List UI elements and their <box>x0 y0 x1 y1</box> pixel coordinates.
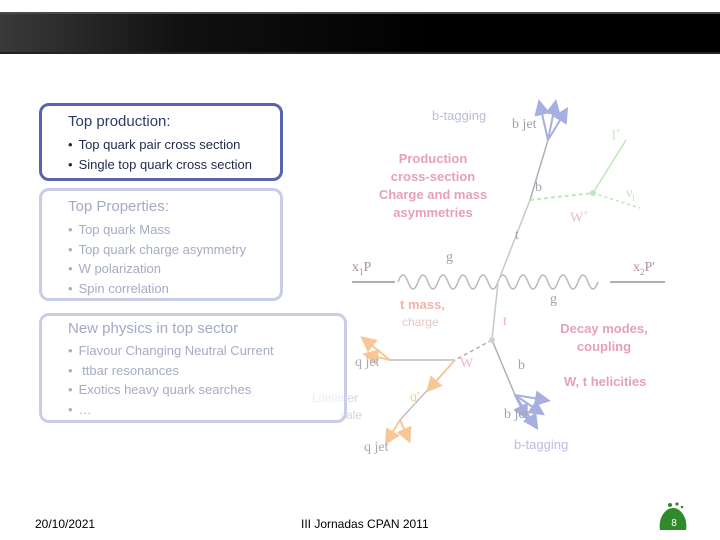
bjet-arrow-6 <box>514 390 551 407</box>
list-item: Exotics heavy quark searches <box>68 380 274 400</box>
top-production-box: Top production: Top quark pair cross sec… <box>39 103 283 181</box>
l-plus-label: l+ <box>612 126 621 144</box>
top-properties-box: Top Properties: Top quark Mass Top quark… <box>39 188 283 301</box>
t-mass-label: t mass, <box>400 297 445 312</box>
list-item: … <box>68 400 274 420</box>
qjet-arrow-5 <box>426 359 456 393</box>
btag-label-bottom: b-tagging <box>514 437 569 452</box>
list-item: Top quark pair cross section <box>68 135 252 155</box>
list-item: Single top quark cross section <box>68 155 252 175</box>
production-label: Production cross-section Charge and mass… <box>378 151 488 220</box>
x2p-label: x2P' <box>633 260 655 277</box>
new-physics-box: New physics in top sector Flavour Changi… <box>39 313 347 423</box>
list-item: Top quark Mass <box>68 220 246 240</box>
qjet-arrow-2 <box>396 419 412 444</box>
qjet-label-bottom: q jet <box>364 440 389 455</box>
nu-label: νl <box>626 186 635 203</box>
bjet-arrow-7 <box>514 394 539 430</box>
footer-date: 20/10/2021 <box>35 517 96 531</box>
bjet-arrow-5 <box>514 394 545 416</box>
bjet-label-top: b jet <box>512 117 537 132</box>
btag-label-top: b-tagging <box>432 108 487 123</box>
x1p-label: x1P <box>352 260 372 277</box>
list-item: Top quark charge asymmetry <box>68 240 247 260</box>
w-line-down <box>454 339 493 361</box>
w-vertex <box>590 190 596 196</box>
b-label-lower: b <box>518 358 525 373</box>
new-physics-title: New physics in top sector <box>68 320 239 337</box>
gluon-label-right: g <box>550 292 557 307</box>
b-line-down <box>491 339 516 396</box>
t-label-upper: t <box>515 228 519 243</box>
top-properties-list: Top quark Mass Top quark charge asymmetr… <box>68 220 247 299</box>
w-minus-label: W <box>460 356 474 371</box>
bjet-arrow-3 <box>547 106 569 141</box>
list-item: ttbar resonances <box>68 361 274 381</box>
t-line-up <box>497 199 531 283</box>
bjet-arrow-1 <box>534 99 551 141</box>
q-prime-label: q' <box>410 390 420 405</box>
qjet-arrow-3 <box>362 349 391 366</box>
w-line-up <box>529 192 594 201</box>
w-helicities-label: W, t helicities <box>564 374 647 389</box>
gluon-label-left: g <box>446 250 453 265</box>
qjet-arrow-1 <box>384 419 401 446</box>
nu-line <box>592 192 641 209</box>
tbar-vertex <box>489 337 495 343</box>
cpan-logo-icon <box>659 502 687 530</box>
qjet-label-mid: q jet <box>355 355 380 370</box>
top-production-title: Top production: <box>68 113 171 130</box>
charge-label: charge <box>402 315 439 329</box>
tbar-line-down <box>491 281 499 341</box>
top-production-list: Top quark pair cross section Single top … <box>68 135 252 174</box>
new-physics-list: Flavour Changing Neutral Current ttbar r… <box>68 341 274 420</box>
list-item: Spin correlation <box>68 279 246 299</box>
bjet-label-bottom: b jet <box>504 407 529 422</box>
list-item: Flavour Changing Neutral Current <box>68 341 274 361</box>
top-properties-title: Top Properties: <box>68 198 169 215</box>
tbar-label: t <box>503 314 507 329</box>
b-line-up <box>529 139 549 201</box>
lepton-line <box>592 139 627 194</box>
title-bar <box>0 12 720 54</box>
b-label-upper: b <box>535 180 542 195</box>
page-number: 8 <box>671 518 677 529</box>
decay-modes-label: Decay modes, coupling <box>560 321 648 354</box>
footer-conference: III Jornadas CPAN 2011 <box>301 517 429 531</box>
qjet-arrow-4 <box>360 336 391 361</box>
list-item: W polarization <box>68 259 246 279</box>
w-plus-label: W+ <box>570 208 589 226</box>
